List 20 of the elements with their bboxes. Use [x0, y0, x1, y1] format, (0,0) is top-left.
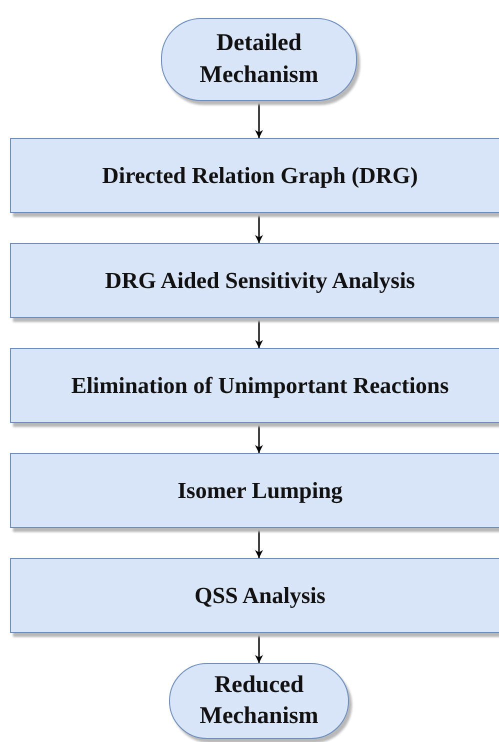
- node-label: Reduced Mechanism: [198, 670, 320, 731]
- arrow: [255, 213, 263, 243]
- process-box: [10, 558, 499, 633]
- arrow: [255, 101, 263, 138]
- process-box: [10, 243, 499, 318]
- process-box: [10, 453, 499, 528]
- node-label: Isomer Lumping: [177, 476, 343, 506]
- arrow: [255, 423, 263, 453]
- terminal-box: [161, 18, 357, 101]
- node-label: Detailed Mechanism: [198, 29, 320, 90]
- node-label: QSS Analysis: [194, 582, 326, 610]
- terminal-box: [169, 663, 349, 739]
- process-box: [10, 138, 499, 213]
- node-label: DRG Aided Sensitivity Analysis: [105, 266, 415, 295]
- node-label: Directed Relation Graph (DRG): [102, 162, 418, 190]
- arrow: [255, 528, 263, 558]
- process-box: [10, 348, 499, 423]
- node-label: Elimination of Unimportant Reactions: [71, 372, 449, 400]
- arrow: [255, 318, 263, 348]
- arrow: [255, 633, 263, 663]
